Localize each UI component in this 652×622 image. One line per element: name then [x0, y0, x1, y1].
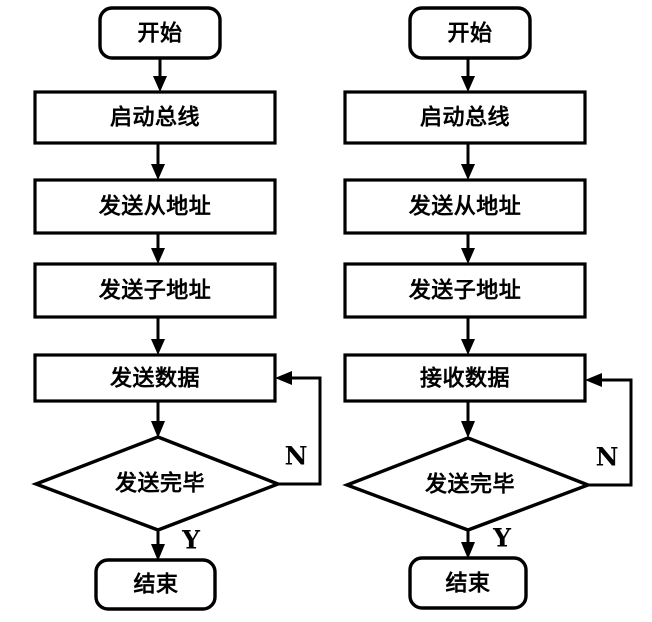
arrow-head — [461, 339, 475, 355]
node-r-bus[interactable]: 启动总线 — [343, 90, 587, 145]
arrow-head — [153, 76, 167, 92]
process-shape — [343, 178, 587, 235]
edge-r-decision-no-loop: N — [585, 373, 633, 487]
node-l-decision[interactable]: 发送完毕 — [31, 435, 283, 532]
arrow-head — [461, 76, 475, 92]
arrow-head — [151, 248, 165, 264]
node-label: 接收数据 — [420, 366, 510, 392]
process-shape — [33, 262, 277, 319]
arrow-head — [461, 164, 475, 180]
terminator-shape — [408, 556, 528, 610]
edge-l-decision-yes: Y — [151, 526, 201, 561]
edge-r-slave-to-sub — [461, 233, 475, 264]
arrow-head — [585, 373, 602, 387]
node-label: 发送子地址 — [408, 278, 522, 304]
node-label: 发送子地址 — [98, 278, 212, 304]
branch-label-no: N — [596, 443, 619, 472]
arrow-head — [151, 339, 165, 355]
arrow-head — [461, 542, 475, 559]
process-shape — [343, 90, 587, 145]
node-r-data[interactable]: 接收数据 — [343, 353, 587, 403]
node-l-end[interactable]: 结束 — [94, 558, 217, 611]
branch-label-no: N — [285, 442, 308, 471]
node-r-sub[interactable]: 发送子地址 — [343, 262, 587, 319]
node-l-bus[interactable]: 启动总线 — [33, 90, 277, 145]
loop-connector-line — [588, 378, 633, 487]
edge-r-sub-to-data — [461, 317, 475, 355]
branch-label-yes: Y — [492, 524, 512, 553]
process-shape — [33, 90, 277, 145]
terminator-shape — [408, 6, 532, 60]
node-r-slave[interactable]: 发送从地址 — [343, 178, 587, 235]
edge-r-decision-yes: Y — [461, 524, 512, 559]
edge-l-slave-to-sub — [151, 233, 165, 264]
edge-r-start-to-bus — [461, 58, 475, 92]
edge-l-sub-to-data — [151, 317, 165, 355]
edge-l-start-to-bus — [153, 58, 167, 92]
process-shape — [343, 262, 587, 319]
node-label: 发送完毕 — [114, 471, 205, 497]
edge-l-bus-to-slave — [151, 143, 165, 180]
node-l-start[interactable]: 开始 — [98, 6, 222, 60]
edge-l-data-to-decision — [151, 401, 165, 438]
arrow-head — [275, 371, 292, 385]
loop-connector-line — [278, 376, 322, 486]
node-l-sub[interactable]: 发送子地址 — [33, 262, 277, 319]
arrow-head — [151, 544, 165, 561]
node-label: 发送从地址 — [98, 194, 212, 220]
node-label: 发送完毕 — [424, 472, 515, 498]
process-shape — [343, 353, 587, 403]
node-r-end[interactable]: 结束 — [408, 556, 528, 610]
node-label: 启动总线 — [420, 105, 510, 131]
node-r-start[interactable]: 开始 — [408, 6, 532, 60]
node-label: 发送数据 — [109, 366, 200, 392]
process-shape — [33, 353, 277, 403]
left-flowchart: 开始 启动总线 发送从地址 — [31, 6, 322, 611]
edge-r-data-to-decision — [461, 401, 475, 438]
node-label: 启动总线 — [110, 105, 200, 131]
arrow-head — [151, 421, 165, 438]
arrow-head — [461, 421, 475, 438]
branch-label-yes: Y — [181, 526, 201, 555]
node-l-data[interactable]: 发送数据 — [33, 353, 277, 403]
node-label: 结束 — [133, 572, 179, 598]
arrow-head — [461, 248, 475, 264]
node-r-decision[interactable]: 发送完毕 — [342, 436, 593, 532]
terminator-shape — [94, 558, 217, 611]
node-label: 发送从地址 — [408, 194, 522, 220]
edge-l-decision-no-loop: N — [275, 371, 322, 486]
node-label: 结束 — [445, 571, 491, 597]
node-l-slave[interactable]: 发送从地址 — [33, 178, 277, 235]
arrow-head — [151, 164, 165, 180]
right-flowchart: 开始 启动总线 发送从地址 — [342, 6, 633, 610]
edge-r-bus-to-slave — [461, 143, 475, 180]
node-label: 开始 — [447, 21, 492, 47]
node-label: 开始 — [137, 21, 182, 47]
process-shape — [33, 178, 277, 235]
